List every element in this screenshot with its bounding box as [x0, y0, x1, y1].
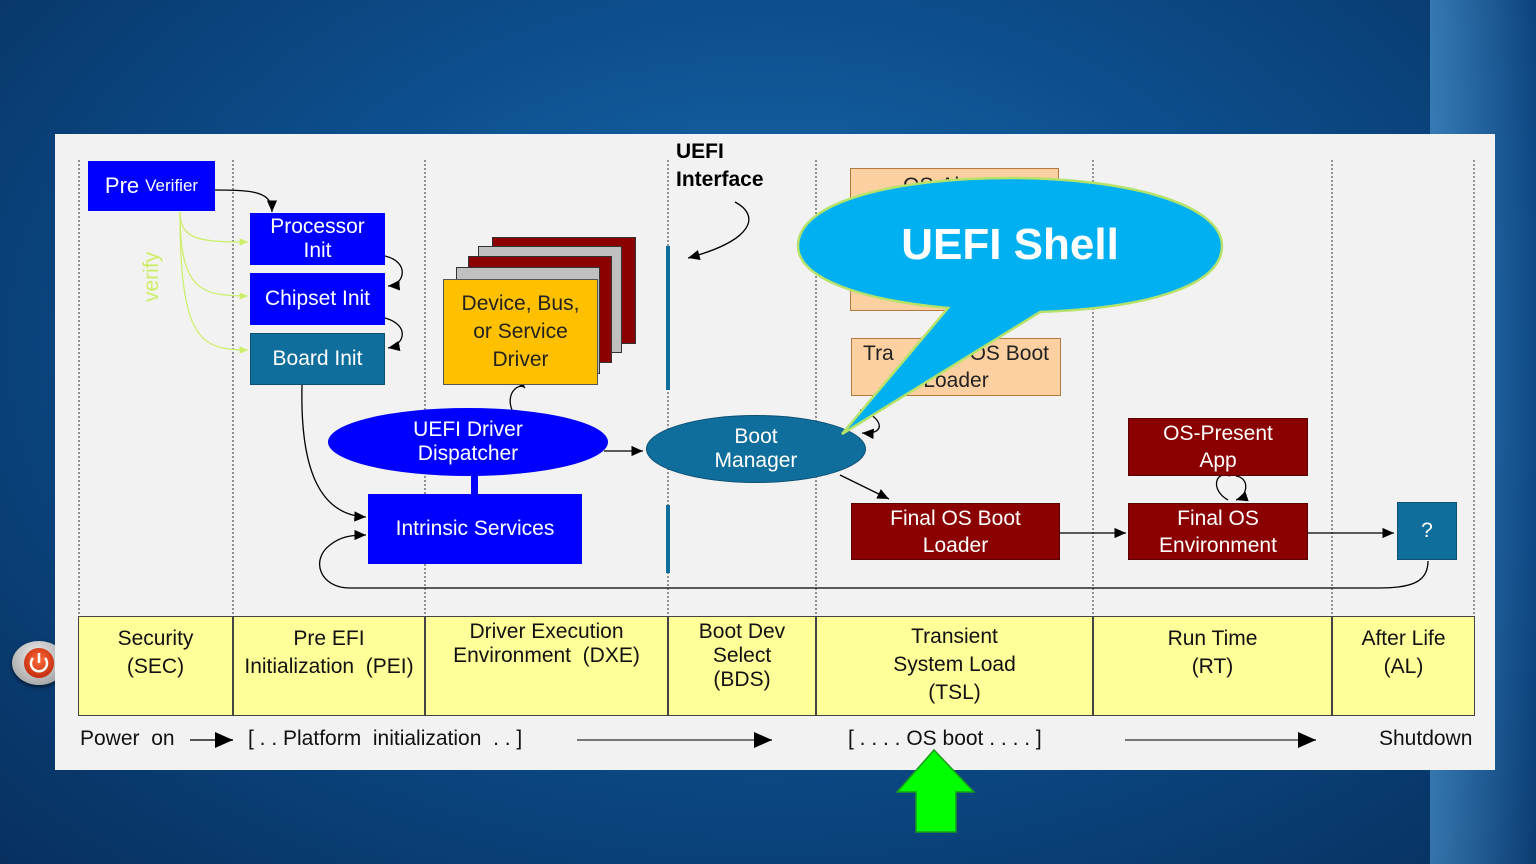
- phase-rt-line1: Run Time: [1167, 627, 1258, 650]
- device-driver-line2: or Service: [473, 320, 568, 343]
- timeline-os-boot: [ . . . . OS boot . . . . ]: [848, 727, 1042, 750]
- processor-init-line2: Init: [303, 239, 332, 262]
- phase-dxe-line1: Driver Execution: [469, 620, 624, 643]
- phase-dxe: Driver Execution Environment (DXE): [425, 616, 668, 716]
- os-present-line1: OS-Present: [1163, 422, 1273, 445]
- final-loader-line2: Loader: [922, 533, 989, 557]
- phase-al-line2: (AL): [1383, 655, 1424, 678]
- boot-manager-line2: Manager: [714, 449, 798, 472]
- pre-verifier-box[interactable]: Pre Verifier: [88, 161, 215, 211]
- timeline-power-on: Power on: [80, 727, 175, 750]
- timeline-shutdown: Shutdown: [1379, 727, 1473, 750]
- final-loader-line1: Final OS Boot: [890, 506, 1021, 530]
- uefi-interface-label: UEFI Interface: [676, 138, 764, 194]
- final-os-environment-box[interactable]: Final OS Environment: [1128, 503, 1308, 560]
- phase-pei: Pre EFI Initialization (PEI): [233, 616, 425, 716]
- boot-manager[interactable]: Boot Manager: [646, 415, 866, 483]
- processor-init-box[interactable]: Processor Init: [250, 213, 385, 265]
- phase-rt-line2: (RT): [1191, 655, 1234, 678]
- phase-sec-line2: (SEC): [126, 655, 185, 678]
- phase-dxe-line2: Environment (DXE): [453, 644, 640, 667]
- final-os-boot-loader-box[interactable]: Final OS Boot Loader: [851, 503, 1060, 560]
- phase-pei-line1: Pre EFI: [293, 627, 365, 650]
- intrinsic-services-box[interactable]: Intrinsic Services: [368, 494, 582, 564]
- device-driver-line3: Driver: [492, 348, 549, 371]
- chipset-init-box[interactable]: Chipset Init: [250, 273, 385, 325]
- phase-tsl-line2: System Load: [893, 653, 1016, 676]
- device-driver-line1: Device, Bus,: [461, 292, 580, 315]
- phase-rt: Run Time (RT): [1093, 616, 1332, 716]
- uefi-shell-callout-text: UEFI Shell: [901, 220, 1119, 269]
- uefi-shell-callout-bubble: [796, 176, 1224, 436]
- phase-bds-line2: Select: [712, 644, 772, 667]
- timeline-platform-init: [ . . Platform initialization . . ]: [248, 727, 523, 750]
- final-env-line1: Final OS: [1177, 506, 1259, 530]
- phase-al-line1: After Life: [1361, 627, 1446, 650]
- phase-tsl: Transient System Load (TSL): [816, 616, 1093, 716]
- uefi-interface-arrow: [687, 201, 750, 260]
- phase-sec-line1: Security: [117, 627, 194, 650]
- phase-pei-line2: Initialization (PEI): [244, 655, 414, 678]
- pre-verifier-small: Verifier: [145, 176, 199, 195]
- phase-bds: Boot Dev Select (BDS): [668, 616, 816, 716]
- uefi-interface-line1: UEFI: [676, 140, 724, 163]
- os-present-app-box[interactable]: OS-Present App: [1128, 418, 1308, 476]
- final-env-line2: Environment: [1159, 533, 1277, 557]
- phase-tsl-line3: (TSL): [928, 681, 981, 704]
- phase-tsl-line1: Transient: [911, 625, 998, 648]
- boot-manager-line1: Boot: [734, 425, 778, 448]
- phase-bds-line3: (BDS): [713, 668, 771, 691]
- board-init-box[interactable]: Board Init: [250, 333, 385, 385]
- after-life-box[interactable]: ?: [1397, 502, 1457, 560]
- device-bus-service-driver-box[interactable]: Device, Bus, or Service Driver: [443, 279, 598, 385]
- dispatcher-line2: Dispatcher: [417, 442, 519, 465]
- uefi-interface-line2: Interface: [676, 168, 764, 191]
- uefi-driver-dispatcher[interactable]: UEFI Driver Dispatcher: [328, 408, 608, 476]
- dispatcher-line1: UEFI Driver: [413, 418, 523, 441]
- os-present-line2: App: [1199, 449, 1237, 472]
- processor-init-line1: Processor: [270, 215, 365, 238]
- uefi-interface-bar-top: [666, 246, 670, 390]
- phase-sec: Security (SEC): [78, 616, 233, 716]
- uefi-interface-bar-bottom: [666, 505, 670, 573]
- phase-al: After Life (AL): [1332, 616, 1475, 716]
- pre-verifier-big: Pre: [104, 173, 140, 198]
- phase-bds-line1: Boot Dev: [698, 620, 786, 643]
